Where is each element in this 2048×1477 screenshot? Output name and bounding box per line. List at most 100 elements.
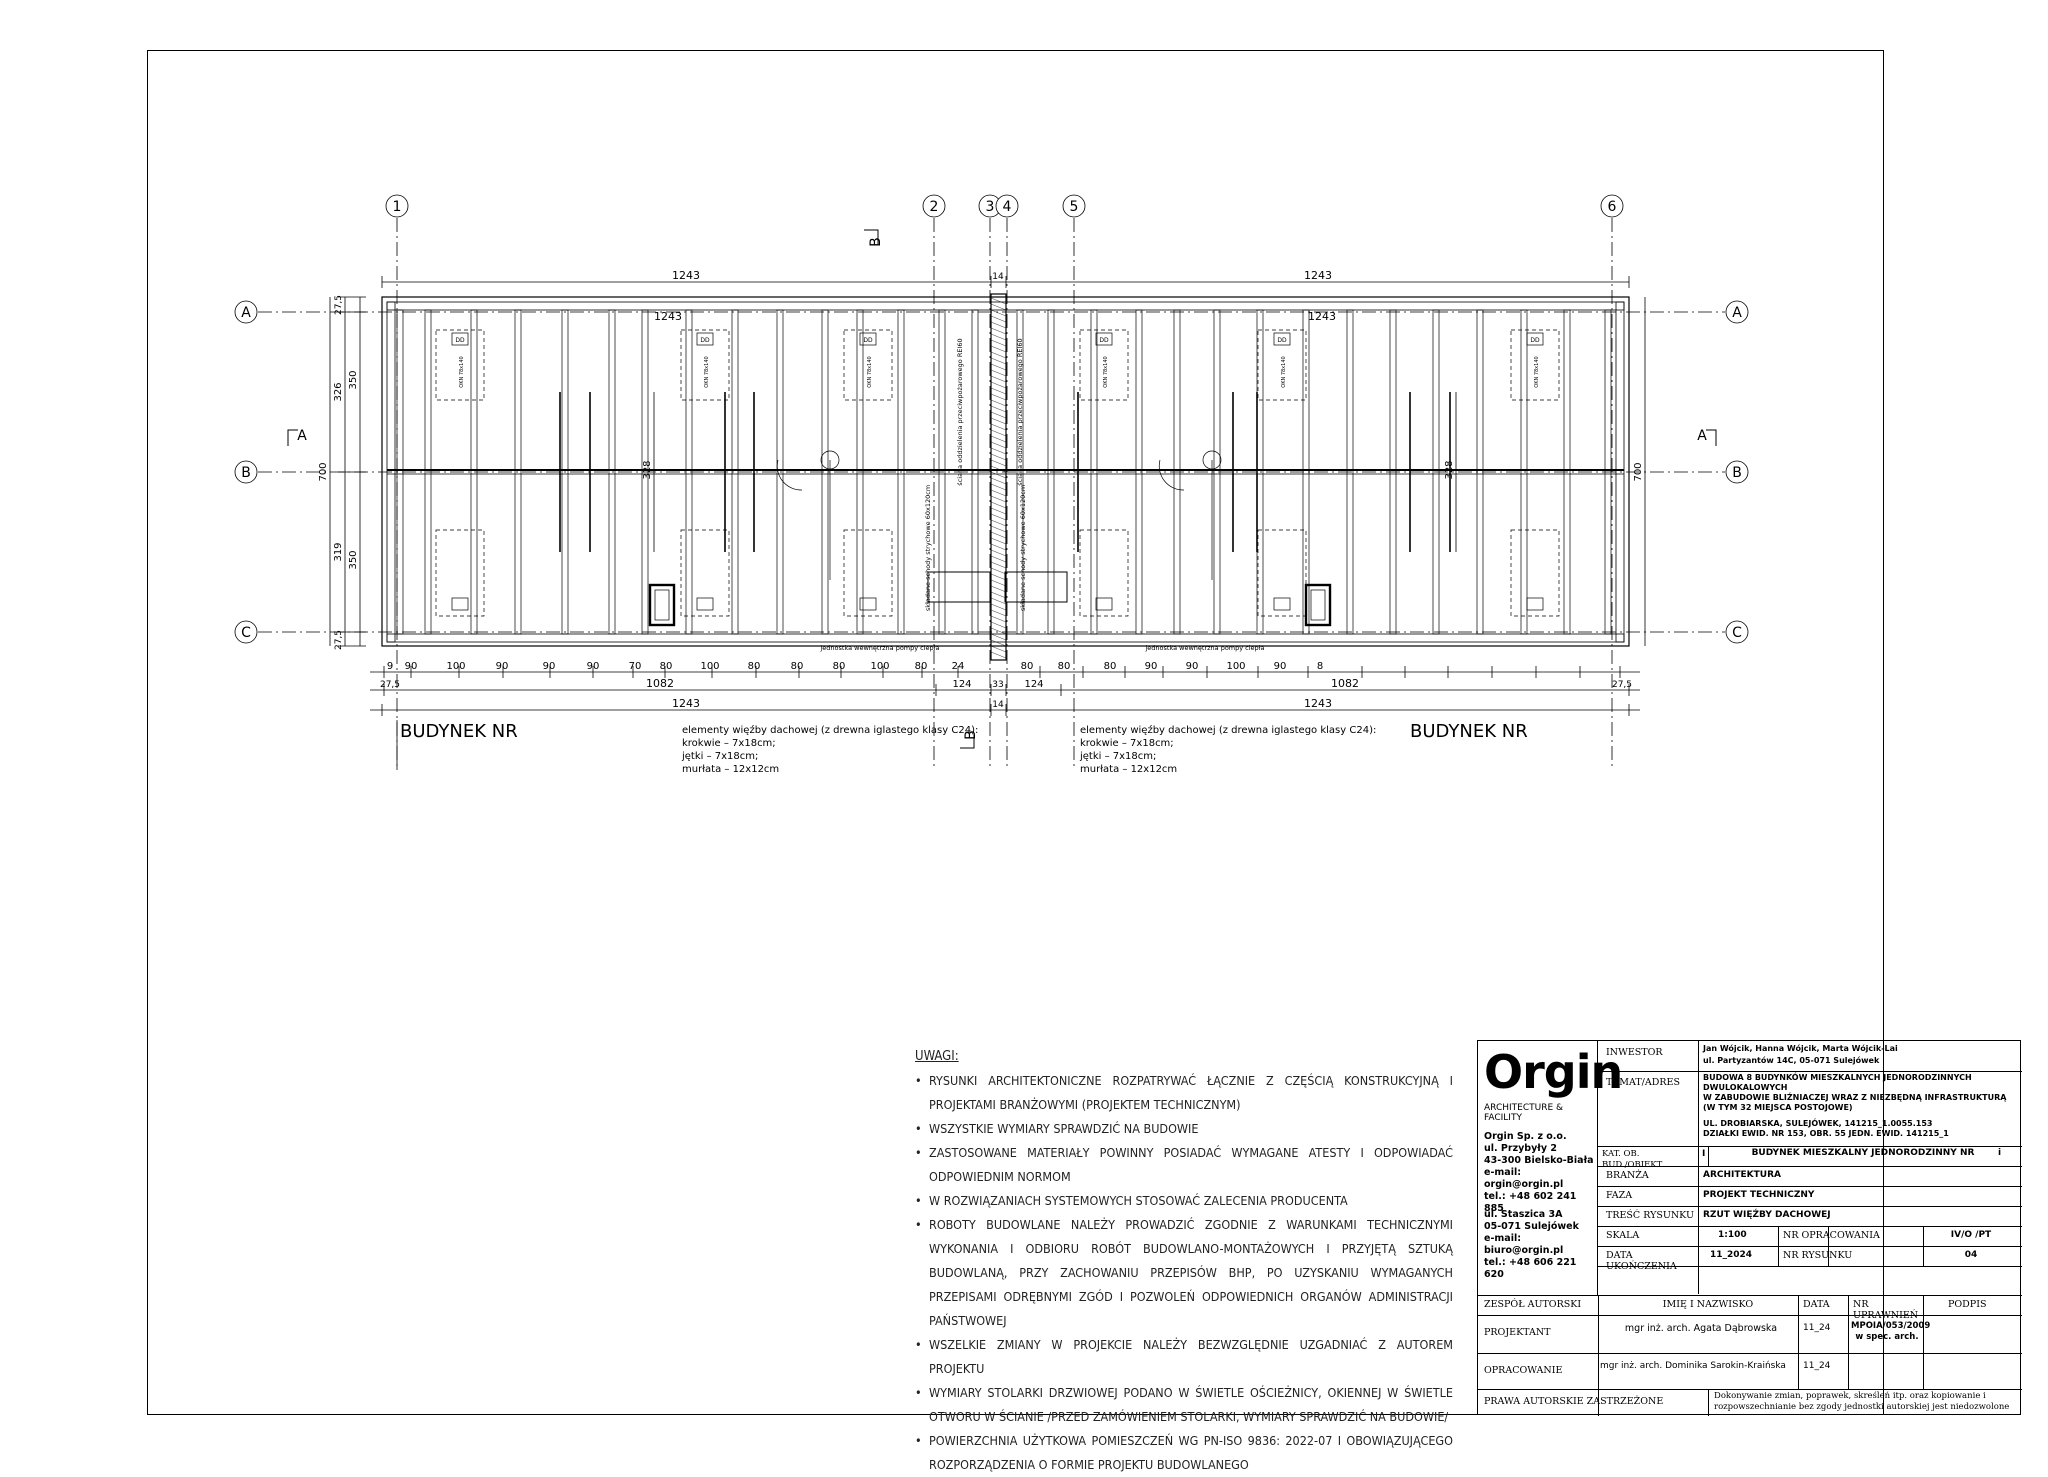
skylight-label: OKN 78x140 (867, 356, 873, 387)
heat-pump-label: jednostka wewnętrzna pompy ciepła (819, 644, 939, 652)
rights-text: Dokonywanie zmian, poprawek, skreśleń it… (1714, 1391, 2020, 1415)
dim-label: 27,5 (1612, 680, 1632, 690)
rafter (897, 309, 905, 635)
dim-label: 1243 (1304, 269, 1332, 282)
subject-value-line: (W TYM 32 MIEJSCA POSTOJOWE) (1703, 1103, 1853, 1112)
firewall-hatch (990, 405, 1007, 413)
note-item: POWIERZCHNIA UŻYTKOWA POMIESZCZEŃ WG PN-… (915, 1429, 1453, 1477)
firewall-hatch (990, 627, 1007, 635)
skylight-label: OKN 78x140 (704, 356, 710, 387)
rafter (641, 309, 649, 635)
company-tagline: ARCHITECTURE & FACILITY (1484, 1103, 1564, 1123)
firewall-hatch (990, 585, 1007, 593)
scale-value: 1:100 (1718, 1230, 1747, 1240)
firewall-hatch (990, 381, 1007, 389)
firewall-hatch (990, 363, 1007, 371)
rafter (1090, 309, 1098, 635)
access-hatch (1158, 459, 1213, 580)
skylight-label: OKN 78x140 (459, 356, 465, 387)
firewall-hatch (990, 339, 1007, 347)
framing-note-left: jętki – 7x18cm; (681, 751, 758, 762)
firewall-label: ściana oddzielenia przeciwpożarowego REI… (956, 338, 964, 485)
firewall-hatch (990, 519, 1007, 527)
dim-label: 33 (992, 680, 1003, 690)
phase-value: PROJEKT TECHNICZNY (1703, 1190, 1815, 1200)
skylight (843, 329, 893, 401)
dim-label: 80 (1104, 661, 1117, 672)
rafter (1047, 309, 1055, 635)
grid-axis-bubble (922, 194, 946, 218)
dim-label: 124 (952, 679, 971, 690)
note-item: WSZYSTKIE WYMIARY SPRAWDZIĆ NA BUDOWIE (915, 1117, 1453, 1141)
name-label: IMIĘ I NAZWISKO (1662, 1299, 1754, 1310)
vent (451, 332, 469, 346)
dim-label: 1082 (646, 677, 674, 690)
access-hatch (776, 459, 831, 580)
rafter (1302, 309, 1310, 635)
table-rule (1708, 1389, 1709, 1416)
rafter (1476, 309, 1484, 635)
rights-text-line: Dokonywanie zmian, poprawek, skreśleń it… (1714, 1391, 1986, 1401)
nr-opr-value: IV/O /PT (1950, 1230, 1992, 1240)
rafter (1520, 309, 1528, 635)
address-line: 43-300 Bielsko-Biała (1484, 1155, 1594, 1166)
firewall-hatch (990, 459, 1007, 467)
table-rule (1923, 1295, 1924, 1389)
skylight (680, 329, 730, 401)
grid-axis-number: 6 (1608, 199, 1617, 215)
grid-axis-bubble (385, 194, 409, 218)
firewall-hatch (990, 357, 1007, 365)
building-label-left: BUDYNEK NR (400, 721, 518, 742)
skylight-label: OKN 78x140 (1281, 356, 1287, 387)
firewall-label: ściana oddzielenia przeciwpożarowego REI… (1016, 338, 1024, 485)
table-rule (1478, 1389, 2022, 1390)
dim-label: 14 (992, 700, 1004, 710)
notes-title: UWAGI: (915, 1049, 959, 1064)
firewall-hatch (990, 639, 1007, 647)
rafter (971, 309, 979, 635)
firewall-hatch (990, 423, 1007, 431)
wall-plate-right (1615, 301, 1625, 643)
grid-axis-bubble (234, 300, 258, 324)
framing-note-left: elementy więźby dachowej (z drewna iglas… (682, 724, 978, 736)
building-label-right: BUDYNEK NR (1410, 721, 1528, 742)
note-item: WSZELKIE ZMIANY W PROJEKCIE NALEŻY BEZWZ… (915, 1333, 1453, 1381)
table-rule (1698, 1041, 1699, 1294)
designer-date: 11_24 (1803, 1323, 1831, 1333)
subject-address-line: UL. DROBIARSKA, SULEJÓWEK, 141215_1.0055… (1703, 1119, 1933, 1128)
date-label: DATA UKOŃCZENIA (1606, 1250, 1677, 1272)
skylight (1510, 529, 1560, 617)
category-label: KAT. OB. BUD./OBIEKT (1602, 1149, 1663, 1170)
address-line: ul. Przybyły 2 (1484, 1143, 1557, 1154)
stair-opening (927, 571, 991, 603)
vent (859, 332, 877, 346)
table-rule (1708, 1146, 1709, 1166)
company-column: Orgin ARCHITECTURE & FACILITY Orgin Sp. … (1478, 1041, 1623, 1295)
dim-label: 700 (1633, 462, 1644, 481)
firewall-hatch (990, 591, 1007, 599)
firewall-hatch (990, 303, 1007, 311)
dim-label: 1243 (1308, 310, 1336, 323)
table-rule (1598, 1266, 2022, 1267)
address-line: tel.: +48 606 221 620 (1484, 1257, 1577, 1280)
subject-address-line: DZIAŁKI EWID. NR 153, OBR. 55 JEDN. EWID… (1703, 1129, 1949, 1138)
designer-name: mgr inż. arch. Agata Dąbrowska (1624, 1323, 1778, 1334)
grid-axis-bubble (1725, 300, 1749, 324)
skylight (435, 529, 485, 617)
firewall-hatch (990, 369, 1007, 377)
subject-value-line: BUDOWA 8 BUDYNKÓW MIESZKALNYCH JEDNORODZ… (1703, 1073, 1972, 1092)
dim-label: 8 (1317, 661, 1323, 672)
dim-label: 1243 (1304, 697, 1332, 710)
dim-label: 328 (642, 460, 653, 479)
rafter (1432, 309, 1440, 635)
vent-label: DD (863, 337, 873, 344)
vent (696, 597, 714, 611)
chimney (1304, 583, 1332, 627)
firewall-hatch (990, 597, 1007, 605)
dim-label: 319 (333, 542, 344, 561)
note-item: ROBOTY BUDOWLANE NALEŻY PROWADZIĆ ZGODNI… (915, 1213, 1453, 1333)
phase-label: FAZA (1606, 1190, 1633, 1201)
stairs-label: składane schody strychowe 60x120cm (924, 485, 932, 611)
